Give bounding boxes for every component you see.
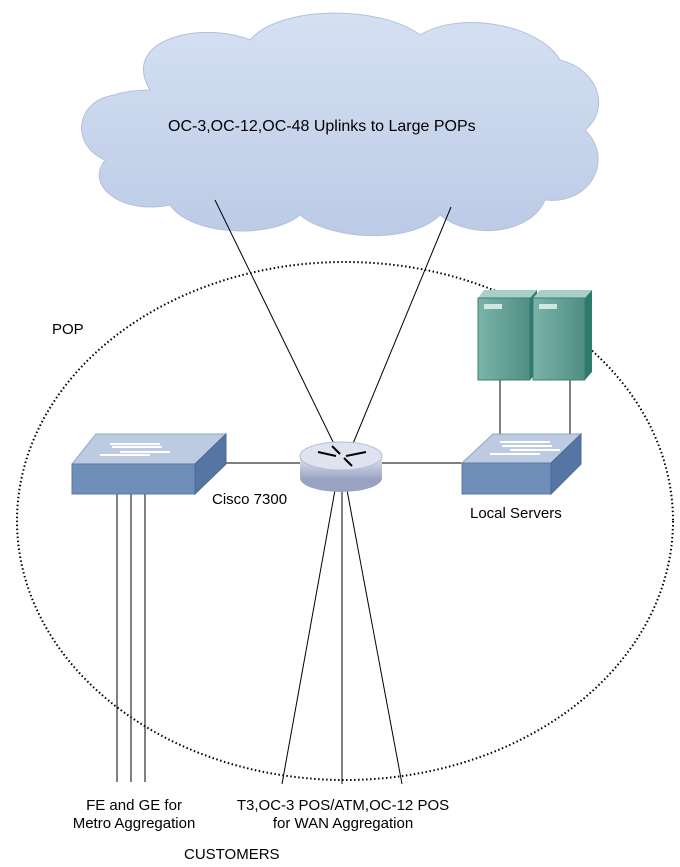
router-label: Cisco 7300 <box>212 491 288 508</box>
wan-label-line2: for WAN Aggregation <box>272 815 414 832</box>
metro-label: FE and GE for Metro Aggregation <box>54 797 214 833</box>
uplink-lines <box>214 199 452 447</box>
pop-boundary <box>16 261 674 781</box>
cloud-wan <box>81 12 600 237</box>
server-switch <box>460 432 583 496</box>
metro-label-line2: Metro Aggregation <box>72 815 196 832</box>
metro-links <box>116 493 146 782</box>
wan-label-line1: T3,OC-3 POS/ATM,OC-12 POS <box>236 797 450 814</box>
pop-label: POP <box>52 321 84 338</box>
wan-label: T3,OC-3 POS/ATM,OC-12 POS for WAN Aggreg… <box>215 797 471 833</box>
server-icon <box>477 290 592 381</box>
server-links <box>499 380 571 440</box>
cloud-label: OC-3,OC-12,OC-48 Uplinks to Large POPs <box>168 118 476 135</box>
servers-label: Local Servers <box>470 505 562 522</box>
metro-switch <box>70 432 228 496</box>
customers-label: CUSTOMERS <box>184 846 280 863</box>
metro-label-line1: FE and GE for <box>86 797 182 814</box>
router-icon <box>299 441 383 492</box>
wan-links <box>281 489 403 785</box>
